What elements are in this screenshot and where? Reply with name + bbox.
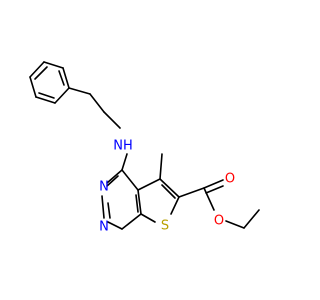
thiophene-ring (137, 178, 180, 223)
phenyl-ring (29, 61, 70, 104)
phenethyl-chain (68, 87, 121, 129)
sulfur-label: S (161, 219, 169, 234)
pyrimidine-n3-label: N (99, 180, 109, 195)
nh-label: NH (113, 139, 133, 154)
pyrimidine-ring (101, 169, 142, 230)
structure-svg: NH N N S O O (29, 61, 260, 235)
carbonyl-oxygen-label: O (225, 172, 235, 187)
ester-oxygen-label: O (214, 214, 224, 229)
ethyl-ester-group (178, 179, 260, 229)
methyl-group (159, 153, 163, 180)
amine-bond (121, 153, 128, 171)
pyrimidine-n1-label: N (99, 220, 109, 235)
molecule-diagram: NH N N S O O (29, 61, 260, 235)
